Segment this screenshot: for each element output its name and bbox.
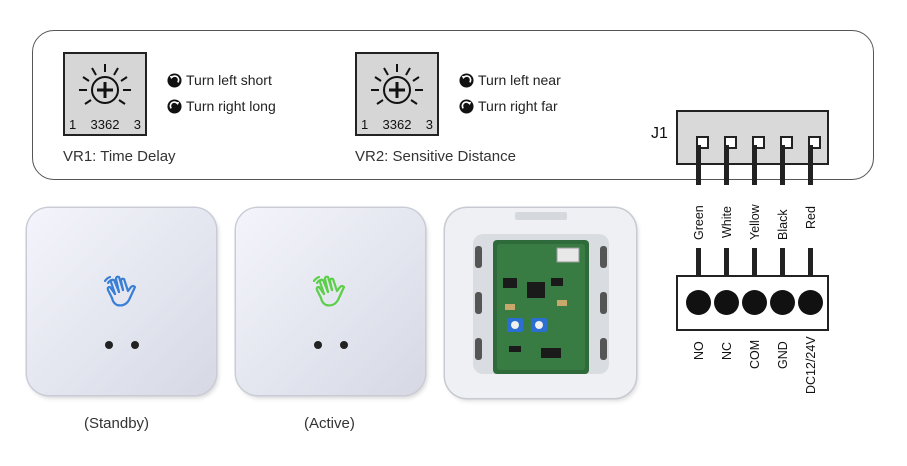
wire-label-red: Red bbox=[804, 206, 818, 229]
wire-label-green: Green bbox=[692, 205, 706, 240]
terminal-label-gnd: GND bbox=[776, 341, 790, 369]
vr2-turn-right: Turn right far bbox=[459, 98, 558, 114]
vr2-pin-right: 3 bbox=[425, 117, 433, 132]
terminal-screw bbox=[714, 290, 739, 315]
wave-hand-icon bbox=[103, 275, 136, 307]
terminal-block bbox=[676, 275, 829, 331]
wire-upper bbox=[696, 145, 701, 185]
vr1-turn-left: Turn left short bbox=[167, 72, 272, 88]
terminal-label-nc: NC bbox=[720, 341, 734, 360]
vr1-potentiometer: 1 3362 3 bbox=[63, 52, 147, 136]
wire-label-yellow: Yellow bbox=[748, 204, 762, 240]
wire-upper bbox=[752, 145, 757, 185]
wire-label-white: White bbox=[720, 206, 734, 238]
counterclockwise-arrow-icon bbox=[459, 72, 474, 88]
wire-lower bbox=[696, 248, 701, 276]
device-standby bbox=[27, 208, 216, 395]
j1-label: J1 bbox=[651, 125, 668, 142]
vr1-pin-left: 1 bbox=[69, 117, 77, 132]
vr1-turn-right-label: Turn right long bbox=[186, 98, 276, 114]
clockwise-arrow-icon bbox=[167, 98, 182, 114]
sensor-eyes bbox=[313, 341, 348, 349]
vr1-pin-right: 3 bbox=[133, 117, 141, 132]
vr2-turn-left: Turn left near bbox=[459, 72, 561, 88]
sensor-eyes bbox=[104, 341, 139, 349]
caption-standby: (Standby) bbox=[84, 415, 150, 432]
device-active bbox=[236, 208, 425, 395]
vr1-turn-left-label: Turn left short bbox=[186, 72, 272, 88]
pcb-board-image bbox=[473, 212, 609, 374]
vr1-pot-label: 1 3362 3 bbox=[65, 117, 145, 132]
caption-active: (Active) bbox=[304, 415, 355, 432]
potentiometer-adjust-icon bbox=[79, 64, 131, 105]
vr2-potentiometer: 1 3362 3 bbox=[355, 52, 439, 136]
terminal-label-com: COM bbox=[748, 339, 762, 369]
terminal-screw bbox=[770, 290, 795, 315]
wire-label-black: Black bbox=[776, 209, 790, 240]
wire-upper bbox=[808, 145, 813, 185]
terminal-screw bbox=[798, 290, 823, 315]
terminal-screw bbox=[742, 290, 767, 315]
counterclockwise-arrow-icon bbox=[167, 72, 182, 88]
terminal-screw bbox=[686, 290, 711, 315]
vr2-title: VR2: Sensitive Distance bbox=[355, 148, 516, 165]
wire-upper bbox=[780, 145, 785, 185]
wire-lower bbox=[780, 248, 785, 276]
wire-lower bbox=[724, 248, 729, 276]
clockwise-arrow-icon bbox=[459, 98, 474, 114]
vr2-turn-left-label: Turn left near bbox=[478, 72, 561, 88]
vr1-pot-model: 3362 bbox=[90, 117, 120, 132]
vr2-pot-model: 3362 bbox=[382, 117, 412, 132]
vr1-title: VR1: Time Delay bbox=[63, 148, 176, 165]
vr2-pin-left: 1 bbox=[361, 117, 369, 132]
vr2-pot-label: 1 3362 3 bbox=[357, 117, 437, 132]
wire-lower bbox=[808, 248, 813, 276]
vr1-turn-right: Turn right long bbox=[167, 98, 276, 114]
wire-lower bbox=[752, 248, 757, 276]
vr2-turn-right-label: Turn right far bbox=[478, 98, 558, 114]
wave-hand-icon bbox=[312, 275, 345, 307]
terminal-label-power: DC12/24V bbox=[804, 336, 818, 394]
potentiometer-adjust-icon bbox=[371, 64, 423, 105]
device-back-pcb bbox=[445, 208, 636, 398]
wire-upper bbox=[724, 145, 729, 185]
terminal-label-no: NO bbox=[692, 341, 706, 360]
